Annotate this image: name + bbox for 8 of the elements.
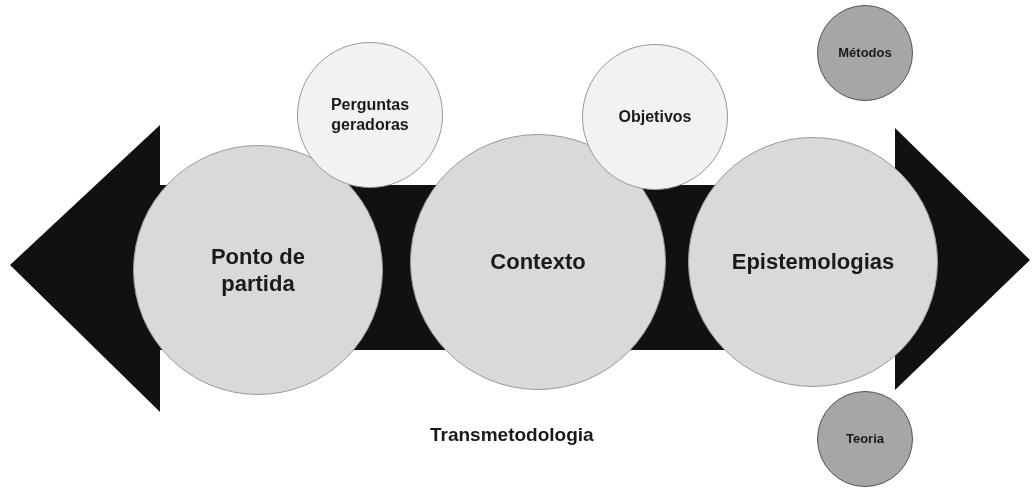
node-label: Métodos <box>838 44 892 62</box>
node-label: Epistemologias <box>731 248 895 276</box>
node-label: Contexto <box>490 248 586 276</box>
node-label: Teoria <box>845 430 885 448</box>
node-label: Objetivos <box>618 107 692 127</box>
diagram-title-label: Transmetodologia <box>430 424 594 446</box>
node-label: Ponto de partida <box>209 242 307 298</box>
node-label: Perguntas geradoras <box>329 95 411 135</box>
